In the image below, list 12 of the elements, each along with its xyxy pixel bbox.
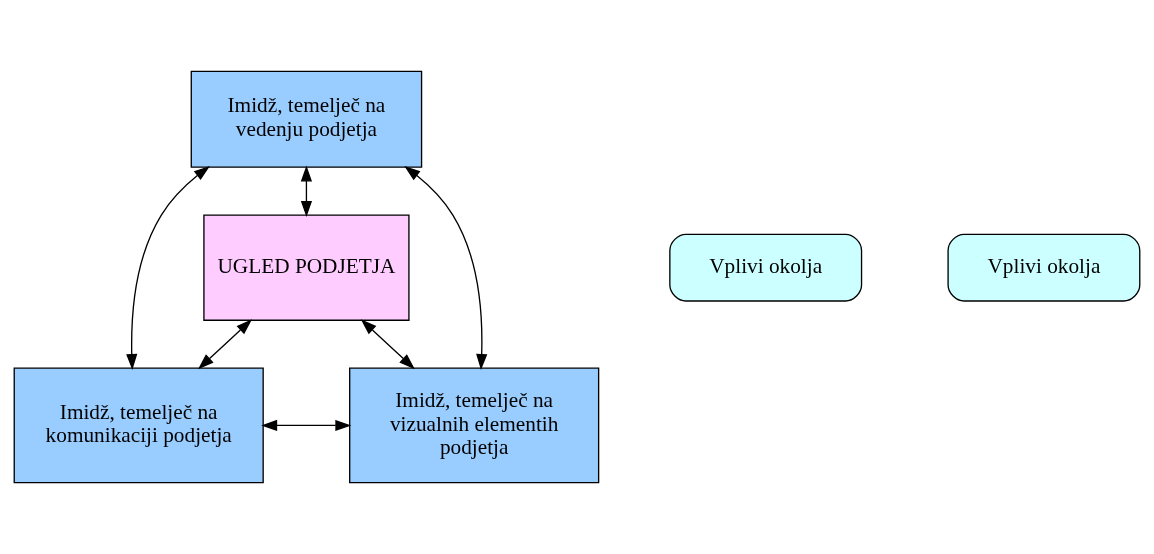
node-box: Vplivi okolja bbox=[947, 233, 1141, 302]
arrow bbox=[404, 166, 488, 371]
node-box: Imidž, temelječ na komunikaciji podjetja bbox=[13, 367, 264, 484]
arrow bbox=[360, 319, 415, 370]
node-box: Imidž, temelječ na vedenju podjetja bbox=[190, 70, 423, 168]
node-box: Imidž, temelječ na vizualnih elementih podjetja bbox=[349, 367, 600, 484]
node-box: UGLED PODJETJA bbox=[203, 214, 410, 321]
arrow bbox=[126, 166, 210, 371]
arrow bbox=[300, 165, 313, 217]
arrow bbox=[198, 319, 253, 370]
arrow bbox=[261, 419, 352, 432]
node-box: Vplivi okolja bbox=[669, 233, 863, 302]
